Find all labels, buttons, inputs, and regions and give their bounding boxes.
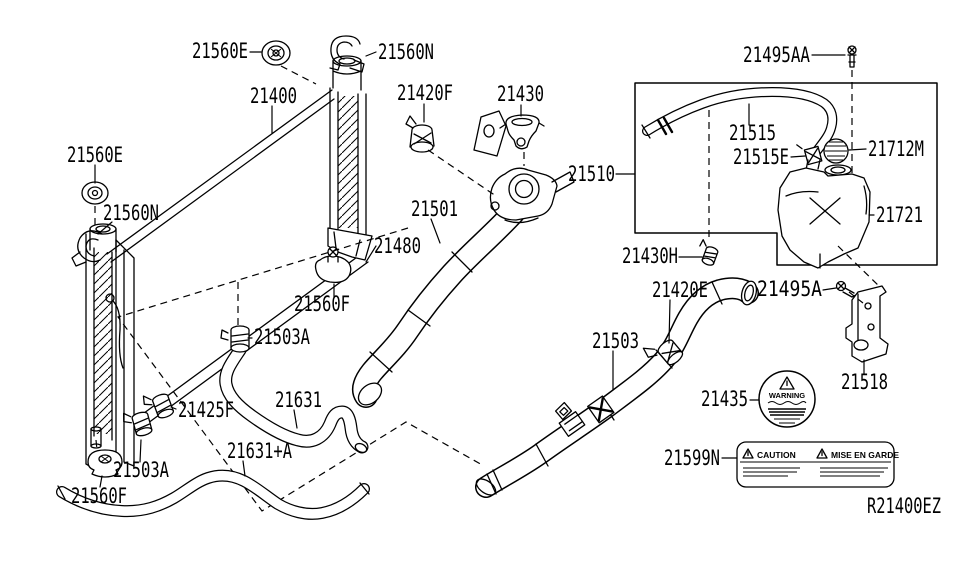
radiator-drawing [85, 55, 373, 471]
filler-neck-drawing [473, 110, 575, 224]
reservoir-hose-drawing [641, 87, 838, 157]
oil-hose-drawing [219, 343, 369, 454]
part-label-21480[interactable]: 21480 [374, 234, 421, 258]
caution-decal-left-title: CAUTION [757, 450, 796, 460]
part-label-21560F-bottom[interactable]: 21560F [71, 484, 127, 508]
part-label-21560E-top[interactable]: 21560E [192, 39, 248, 63]
part-label-21503A-lower[interactable]: 21503A [113, 458, 169, 482]
lower-hose-bracket-clamp-drawing [554, 401, 586, 437]
part-label-21631A[interactable]: 21631+A [227, 439, 292, 463]
grommet-top-drawing [261, 40, 291, 66]
warning-decal-drawing: WARNING [758, 370, 816, 428]
part-label-21515[interactable]: 21515 [729, 121, 776, 145]
part-label-21430[interactable]: 21430 [497, 82, 544, 106]
part-label-21495A[interactable]: 21495A [757, 277, 822, 301]
caution-decal-drawing: CAUTION MISE EN GARDE [736, 441, 899, 488]
lower-hose-drawing [475, 277, 759, 498]
grommet-bottom-drawing [87, 449, 123, 478]
phantom-outline [117, 227, 485, 512]
inlet-clamp-locator [427, 149, 497, 197]
lower-hose-clamp-drawing [642, 339, 684, 366]
bracket-bolt-drawing [835, 280, 857, 298]
upper-hose-drawing [352, 200, 526, 408]
part-label-21599N[interactable]: 21599N [664, 446, 720, 470]
tank-bracket-locator [837, 245, 882, 289]
caution-triangle-icon [742, 448, 754, 459]
mise-en-garde-triangle-icon [816, 448, 828, 459]
part-label-21420F[interactable]: 21420F [397, 81, 453, 105]
part-label-21435[interactable]: 21435 [701, 387, 748, 411]
part-label-21560E-left[interactable]: 21560E [67, 143, 123, 167]
part-label-21501[interactable]: 21501 [411, 197, 458, 221]
part-label-21420E[interactable]: 21420E [652, 278, 708, 302]
hose-clamp-small-drawing [699, 239, 719, 266]
oil-hose-clamp-mid-drawing [142, 393, 174, 419]
reservoir-hose-clamp-drawing [796, 144, 823, 166]
part-label-21560N-top[interactable]: 21560N [378, 40, 434, 64]
part-label-21430H[interactable]: 21430H [622, 244, 678, 268]
part-label-21518[interactable]: 21518 [841, 370, 888, 394]
oil-hose-clamp-upper-drawing [220, 325, 250, 353]
oil-hose-a-drawing [56, 469, 370, 520]
part-label-21495AA[interactable]: 21495AA [743, 43, 810, 67]
leader-lines [94, 51, 875, 488]
part-label-21503A-upper[interactable]: 21503A [254, 325, 310, 349]
part-label-21510[interactable]: 21510 [568, 162, 615, 186]
reservoir-bracket-drawing [845, 285, 889, 363]
part-label-21721[interactable]: 21721 [876, 203, 923, 227]
bracket-left-drawing [71, 230, 103, 267]
part-label-21400[interactable]: 21400 [250, 84, 297, 108]
reservoir-cap-drawing [823, 138, 849, 164]
warning-decal-title: WARNING [769, 391, 805, 400]
lower-hose-x-clamp-drawing [587, 395, 615, 424]
reservoir-bolt-upper-drawing [847, 45, 857, 68]
radiator-cap-drawing [499, 114, 545, 150]
inlet-clamp-drawing [405, 115, 435, 153]
grommet-left-drawing [81, 181, 109, 205]
part-label-21631[interactable]: 21631 [275, 388, 322, 412]
part-label-21515E[interactable]: 21515E [733, 145, 789, 169]
diagram-ref-code: R21400EZ [867, 494, 941, 518]
caution-decal-right-title: MISE EN GARDE [831, 450, 899, 460]
grommet-top-locator [280, 65, 317, 85]
bracket-top-drawing [329, 35, 365, 73]
part-labels: 21560E 21560N 21400 21420F 21430 21495AA… [67, 39, 941, 518]
part-label-21560F-center[interactable]: 21560F [294, 292, 350, 316]
part-label-21503[interactable]: 21503 [592, 329, 639, 353]
reservoir-tank-drawing [777, 159, 871, 269]
part-label-21560N-left[interactable]: 21560N [103, 201, 159, 225]
bolt-bracket-locator [848, 291, 864, 304]
part-label-21712M[interactable]: 21712M [868, 137, 924, 161]
part-label-21425F[interactable]: 21425F [178, 398, 234, 422]
reservoir-box [634, 82, 938, 266]
warning-triangle-icon [779, 376, 795, 390]
grommet-bottom-locator [95, 439, 98, 451]
oil-hose-clamp-lower-drawing [122, 411, 153, 437]
